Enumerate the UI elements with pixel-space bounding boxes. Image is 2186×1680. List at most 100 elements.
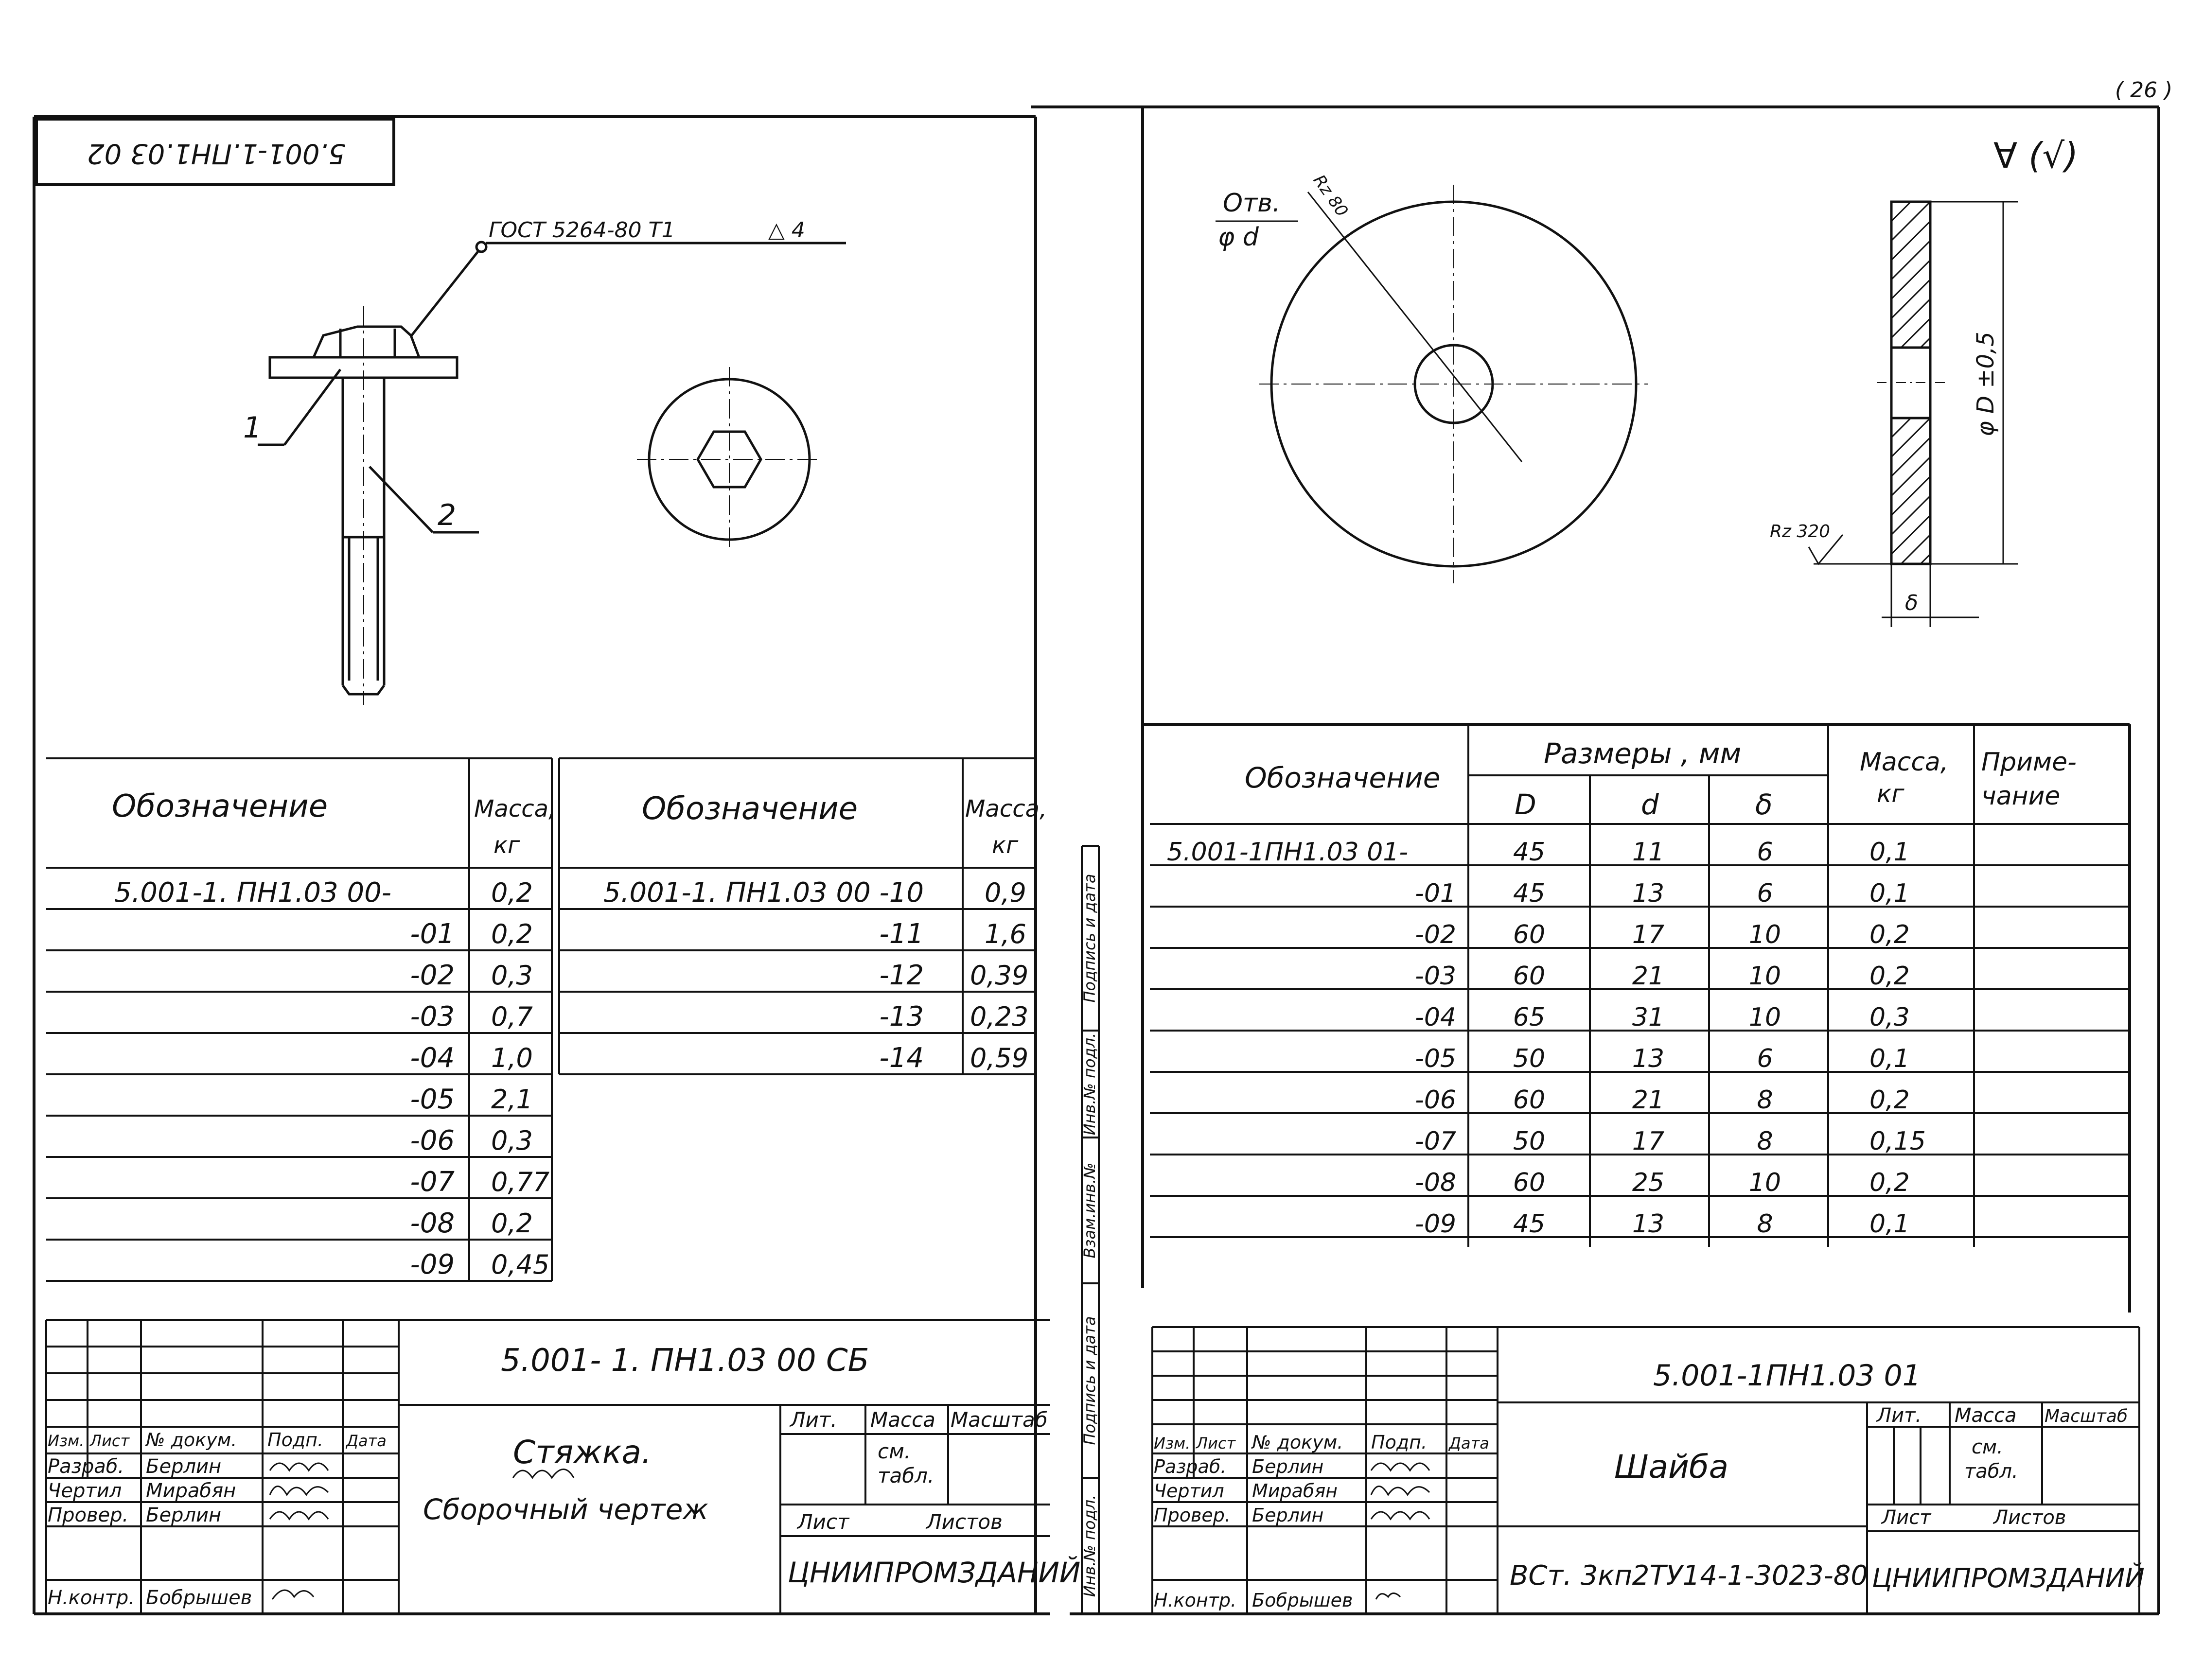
row-designation: -07 (410, 1166, 455, 1198)
table-b-header-designation: Обозначение (642, 791, 858, 827)
left-table-a-grid (46, 757, 553, 1282)
row-d: 25 (1632, 1168, 1664, 1197)
row-delta: 8 (1757, 1127, 1773, 1156)
side-label-1: Подпись и дата (1080, 874, 1099, 1002)
table-row: -09 45 13 8 0,1 (1415, 1209, 1910, 1239)
stamp-box: 5.001-1.ПН1.03 02 (35, 118, 395, 186)
right-mass-value-2: табл. (1964, 1460, 2018, 1483)
left-name-4: Бобрышев (146, 1587, 252, 1609)
row-mass: 0,2 (1869, 1085, 1910, 1115)
right-header-delta: δ (1755, 788, 1773, 821)
left-col-doc: № докум. (145, 1429, 237, 1451)
table-row: -04 65 31 10 0,3 (1415, 1003, 1910, 1032)
table-row: -05 50 13 6 0,1 (1415, 1044, 1910, 1073)
row-D: 60 (1513, 920, 1545, 949)
row-d: 21 (1632, 962, 1664, 991)
table-b-rows: 5.001-1. ПН1.03 00 -10 0,9 -11 1,6 -12 0… (603, 877, 1028, 1074)
table-row: -03 60 21 10 0,2 (1415, 962, 1910, 991)
row-designation: -02 (1415, 920, 1456, 949)
row-delta: 10 (1749, 1168, 1781, 1197)
row-mass: 0,3 (491, 1125, 533, 1156)
washer-front-view (1216, 185, 1648, 583)
table-b-header-mass: Масса, (965, 795, 1047, 822)
table-row: -05 2,1 (410, 1084, 533, 1115)
right-name-2: Мирабян (1252, 1480, 1338, 1502)
table-a-header-mass-unit: кг (494, 832, 520, 859)
row-designation: -11 (880, 918, 924, 950)
table-row: -07 0,77 (410, 1166, 550, 1198)
row-mass: 0,2 (1869, 1168, 1910, 1197)
left-table-b-grid (558, 757, 1036, 1075)
side-label-3: Взам.инв.№ (1080, 1163, 1099, 1259)
row-designation: -06 (1415, 1085, 1456, 1115)
bolt-top-view (637, 367, 822, 549)
table-row: -14 0,59 (880, 1042, 1029, 1074)
table-row: -08 60 25 10 0,2 (1415, 1168, 1910, 1197)
row-mass: 0,45 (491, 1249, 549, 1280)
row-mass: 0,59 (970, 1043, 1028, 1073)
roughness-symbol: ∀ (√) (1993, 135, 2078, 176)
left-sheet-label: Лист (796, 1510, 850, 1534)
table-row: -06 60 21 8 0,2 (1415, 1085, 1910, 1115)
row-D: 50 (1513, 1127, 1545, 1156)
row-D: 45 (1513, 1209, 1545, 1239)
row-designation: -06 (410, 1125, 455, 1156)
left-role-4: Н.контр. (48, 1587, 135, 1609)
row-mass: 0,15 (1869, 1127, 1926, 1156)
right-material: ВСт. 3кп2ТУ14-1-3023-80 (1510, 1560, 1868, 1592)
row-mass: 0,23 (970, 1001, 1028, 1032)
row-mass: 0,1 (1869, 879, 1910, 908)
dim-diameter: φ D ±0,5 (1972, 332, 1999, 437)
left-col-list: Лист (89, 1432, 130, 1450)
row-D: 60 (1513, 962, 1545, 991)
right-name-3: Берлин (1252, 1505, 1323, 1526)
right-header-mass-unit: кг (1877, 780, 1904, 808)
right-name-4: Бобрышев (1252, 1590, 1353, 1611)
row-d: 13 (1632, 1209, 1664, 1239)
row-mass: 0,2 (491, 1208, 533, 1239)
row-mass: 0,9 (985, 877, 1026, 908)
left-mass-value-2: табл. (878, 1464, 934, 1488)
washer-section-view (1808, 200, 2018, 627)
right-lit-label: Лит. (1876, 1404, 1922, 1427)
row-mass: 2,1 (491, 1084, 533, 1115)
row-d: 13 (1632, 879, 1664, 908)
table-row: 5.001-1. ПН1.03 00- 0,2 (114, 877, 533, 909)
left-mass-label: Масса (870, 1408, 935, 1432)
row-designation: -03 (410, 1001, 455, 1032)
row-designation: -02 (410, 960, 455, 991)
table-row: -09 0,45 (410, 1249, 550, 1280)
page-mark: ( 26 ) (2115, 78, 2172, 103)
row-designation: -05 (410, 1084, 455, 1115)
right-role-1: Разраб. (1154, 1456, 1226, 1477)
row-mass: 0,2 (1869, 962, 1910, 991)
table-row: 5.001-1. ПН1.03 00 -10 0,9 (603, 877, 1026, 909)
rz-side: Rz 320 (1770, 522, 1830, 542)
row-designation: -07 (1415, 1127, 1456, 1156)
row-mass: 0,3 (1869, 1003, 1910, 1032)
left-name-1: Берлин (146, 1455, 221, 1478)
table-row: -02 60 17 10 0,2 (1415, 920, 1910, 949)
row-designation: -04 (410, 1042, 455, 1074)
left-name-2: Мирабян (146, 1480, 236, 1502)
row-delta: 8 (1757, 1085, 1773, 1115)
row-delta: 6 (1757, 1044, 1773, 1073)
right-doc-code: 5.001-1ПН1.03 01 (1653, 1359, 1921, 1393)
row-designation: -03 (1415, 962, 1456, 991)
weld-leg: △ 4 (768, 218, 805, 243)
table-row: -01 45 13 6 0,1 (1415, 879, 1910, 908)
row-mass: 0,2 (491, 919, 533, 949)
right-header-note-2: чание (1981, 782, 2060, 811)
side-strip-grid (1081, 845, 1100, 1614)
left-role-2: Чертил (48, 1480, 122, 1502)
row-D: 60 (1513, 1168, 1545, 1197)
row-d: 13 (1632, 1044, 1664, 1073)
row-D: 45 (1513, 838, 1545, 867)
table-row: -11 1,6 (880, 918, 1026, 950)
row-d: 17 (1632, 920, 1664, 949)
row-designation: -14 (880, 1042, 924, 1074)
right-col-izm: Изм. (1154, 1434, 1190, 1452)
row-mass: 0,1 (1869, 1044, 1910, 1073)
row-mass: 0,3 (491, 960, 533, 991)
